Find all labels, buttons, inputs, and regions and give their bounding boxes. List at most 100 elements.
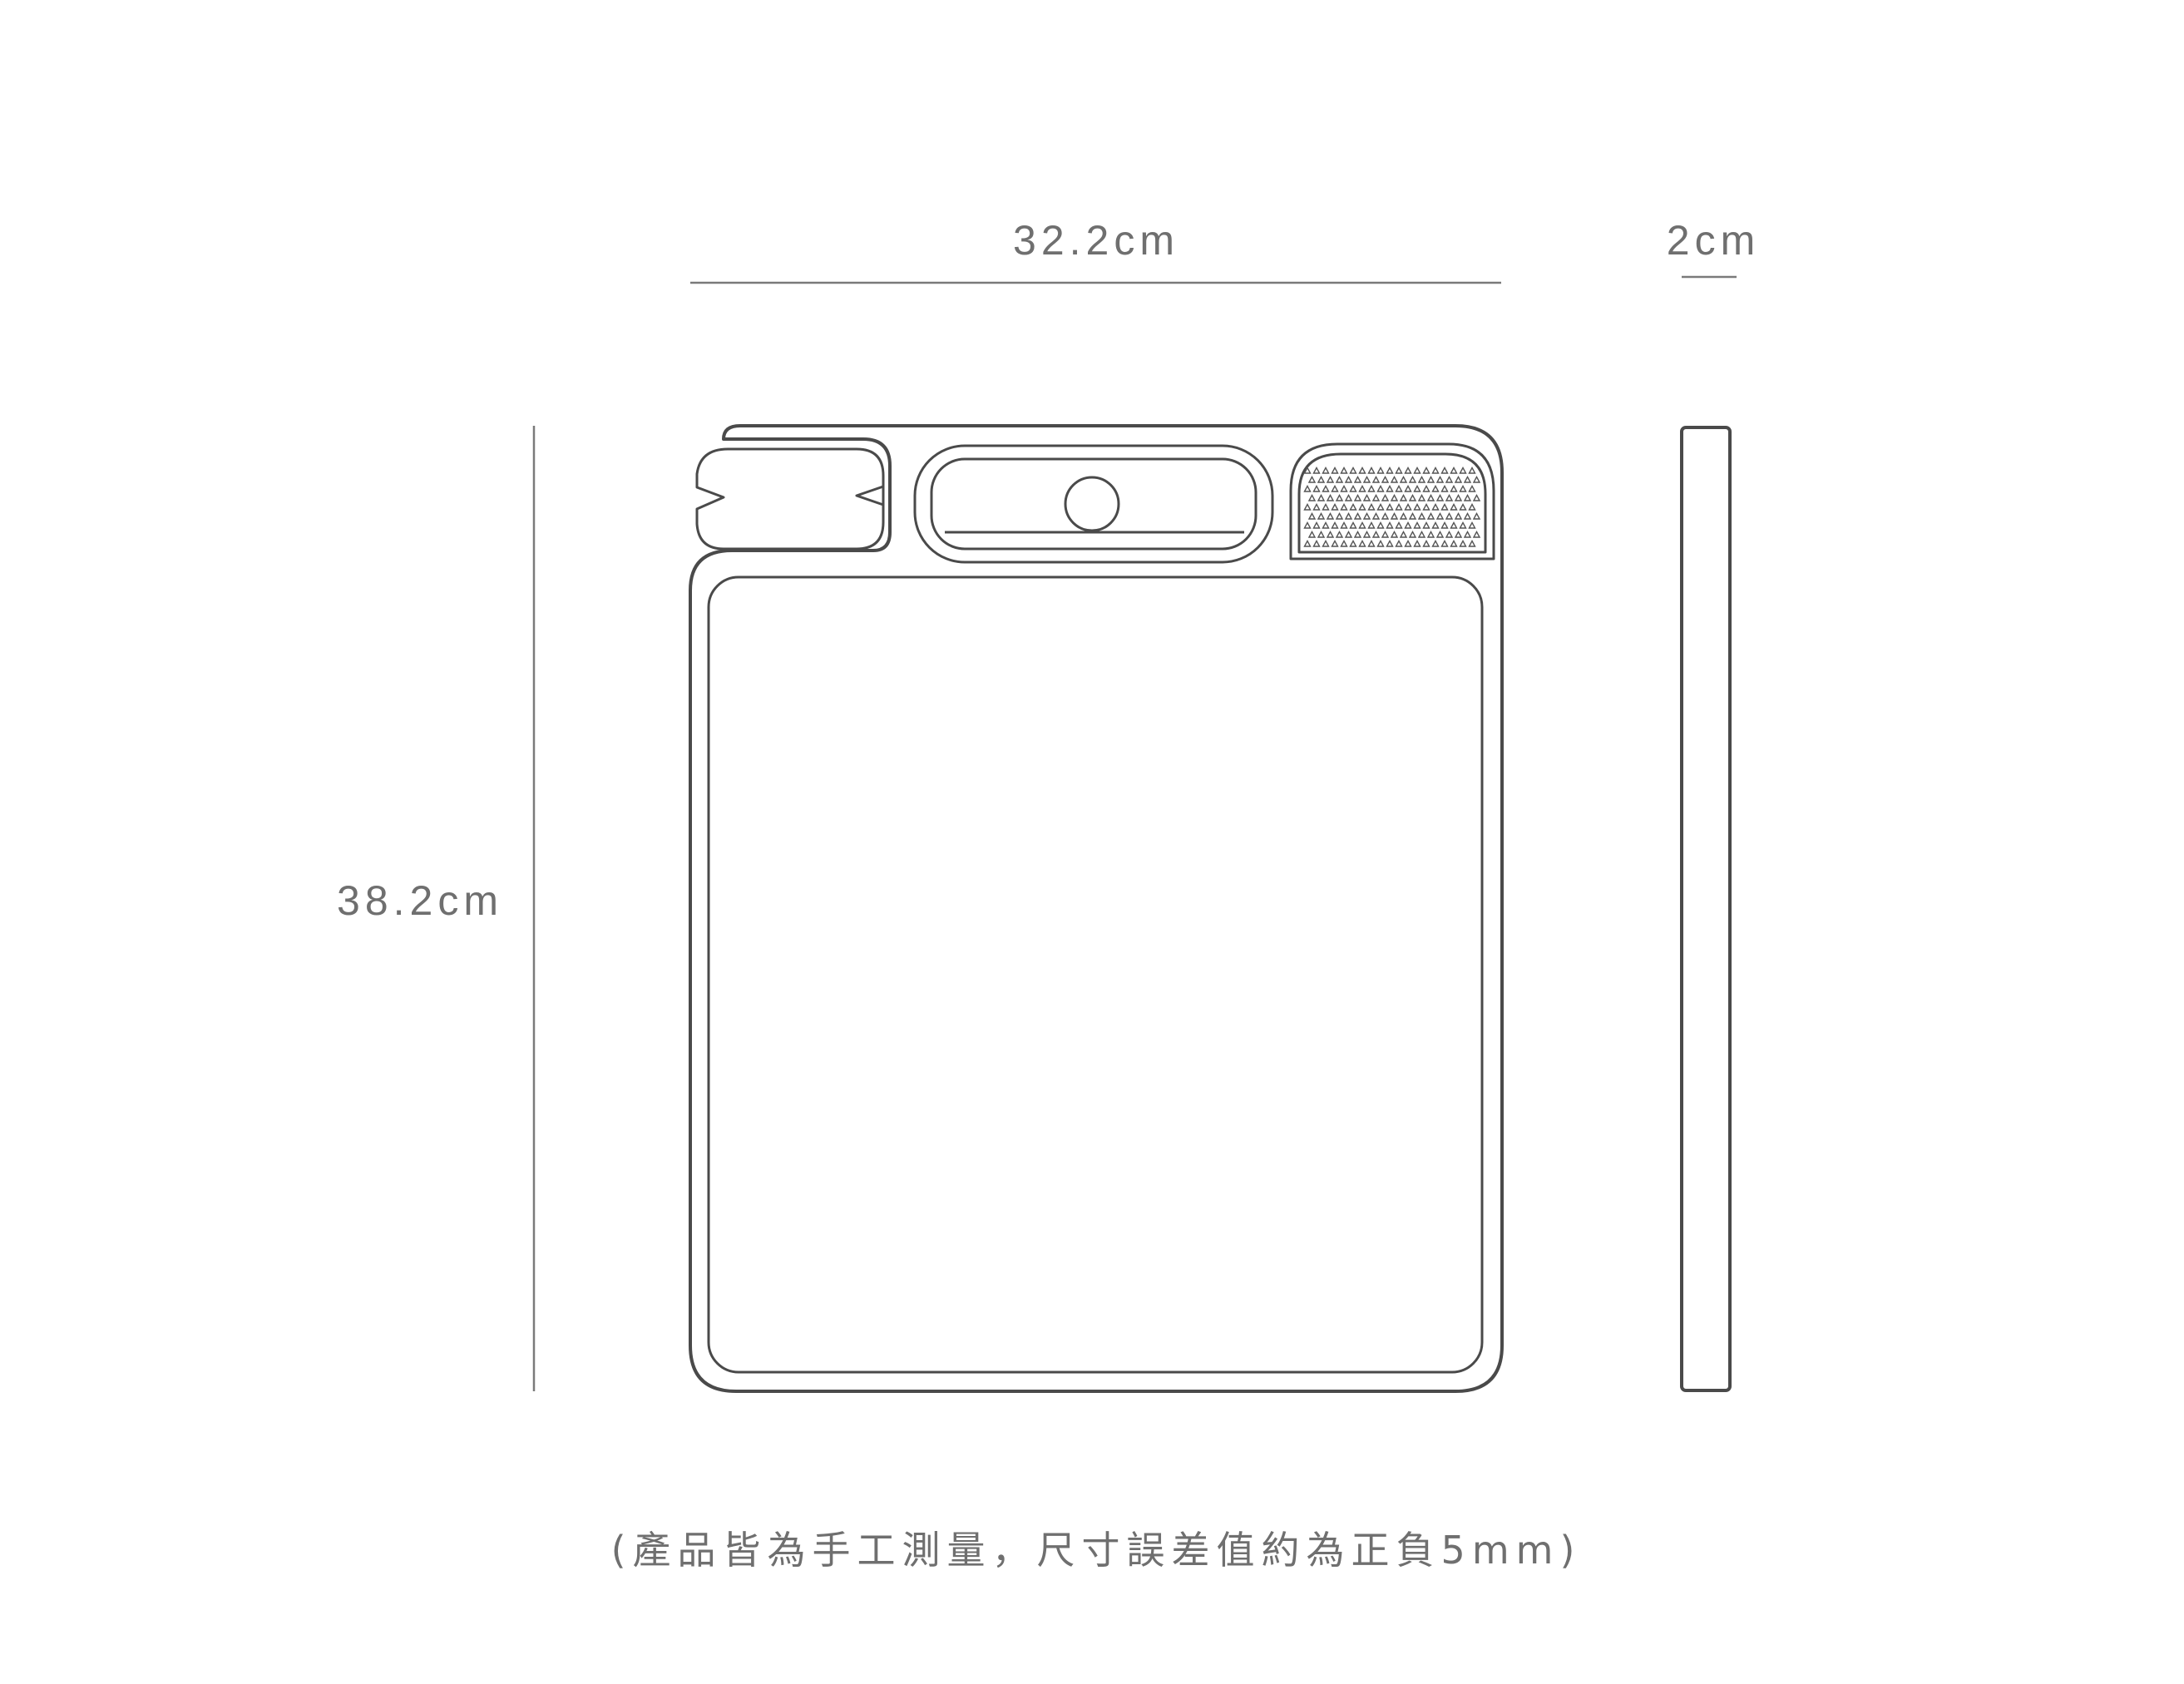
grater-tooth	[1367, 503, 1376, 511]
grater-tooth	[1362, 531, 1371, 538]
grater-tooth	[1376, 521, 1385, 529]
grater-tooth	[1358, 540, 1366, 547]
grater-tooth	[1381, 531, 1390, 538]
grater-tooth	[1312, 467, 1321, 474]
grater-tooth	[1454, 476, 1463, 483]
grater-tooth	[1440, 467, 1449, 474]
grater-tooth	[1331, 540, 1339, 547]
cord-notch-tab-outline	[695, 447, 885, 551]
grater-tooth	[1390, 476, 1399, 483]
grater-tooth	[1312, 540, 1321, 547]
width-dimension: 32.2cm	[690, 217, 1501, 284]
grater-tooth	[1404, 467, 1412, 474]
grater-tooth	[1371, 476, 1381, 483]
grater-tooth	[1408, 476, 1417, 483]
grater-tooth	[1463, 531, 1472, 538]
grater-tooth	[1326, 512, 1335, 520]
board-front-view	[689, 424, 1504, 1393]
grater-tooth	[1307, 494, 1317, 501]
grater-tooth	[1303, 540, 1312, 547]
grater-tooth	[1367, 540, 1376, 547]
grater-tooth	[1376, 485, 1385, 492]
grater-tooth	[1358, 485, 1366, 492]
grater-tooth	[1312, 521, 1321, 529]
grater-tooth	[1358, 503, 1366, 511]
grater-tooth	[1312, 485, 1321, 492]
grater-tooth	[1472, 512, 1481, 520]
grater-tooth	[1335, 512, 1344, 520]
grater-tooth	[1381, 494, 1390, 501]
grater-tooth	[1468, 467, 1476, 474]
grater-tooth	[1404, 521, 1412, 529]
grater-tooth	[1371, 494, 1381, 501]
grater-tooth	[1450, 521, 1458, 529]
knob-icon	[1064, 476, 1120, 532]
grater-tooth	[1426, 512, 1435, 520]
grater-tooth	[1340, 467, 1348, 474]
grater-tooth	[1435, 512, 1445, 520]
grater-tooth	[1317, 476, 1326, 483]
grater-tooth	[1435, 494, 1445, 501]
grater-tooth	[1362, 476, 1371, 483]
grater-tooth	[1307, 531, 1317, 538]
grater-tooth	[1399, 476, 1408, 483]
grater-tooth	[1303, 467, 1312, 474]
grater-tooth	[1307, 512, 1317, 520]
grater-tooth	[1399, 531, 1408, 538]
grater-tooth	[1335, 531, 1344, 538]
grater-tooth	[1463, 512, 1472, 520]
grater-tooth	[1358, 467, 1366, 474]
grater-tooth	[1422, 467, 1430, 474]
grater-tooth	[1417, 476, 1426, 483]
grater-tooth	[1431, 503, 1440, 511]
width-label: 32.2cm	[1013, 217, 1179, 264]
grater-tooth	[1440, 485, 1449, 492]
grater-tooth	[1349, 485, 1357, 492]
grater-tooth	[1404, 540, 1412, 547]
grater-tooth	[1440, 503, 1449, 511]
grater-tooth	[1468, 485, 1476, 492]
grater-tooth	[1344, 531, 1353, 538]
grater-tooth	[1395, 467, 1403, 474]
grater-tooth	[1349, 467, 1357, 474]
grater-tooth	[1322, 503, 1330, 511]
grater-tooth	[1326, 476, 1335, 483]
grater-tooth	[1326, 531, 1335, 538]
grater-tooth	[1386, 540, 1394, 547]
grater-tooth	[1322, 485, 1330, 492]
grater-tooth	[1331, 521, 1339, 529]
grater-tooth	[1335, 476, 1344, 483]
grater-tooth	[1459, 467, 1467, 474]
grater-tooth	[1331, 467, 1339, 474]
grater-tooth	[1381, 476, 1390, 483]
grater-texture	[1303, 467, 1481, 547]
grater-tooth	[1317, 494, 1326, 501]
grater-tooth	[1353, 476, 1362, 483]
grater-tooth	[1386, 503, 1394, 511]
grater-tooth	[1349, 521, 1357, 529]
grater-tooth	[1376, 467, 1385, 474]
grater-tooth	[1422, 503, 1430, 511]
grater-tooth	[1445, 494, 1454, 501]
grater-pad-outline	[1289, 442, 1495, 561]
grater-tooth	[1362, 512, 1371, 520]
grater-tooth	[1303, 503, 1312, 511]
grater-tooth	[1459, 503, 1467, 511]
grater-tooth	[1472, 476, 1481, 483]
grater-tooth	[1445, 476, 1454, 483]
grater-tooth	[1353, 531, 1362, 538]
grater-tooth	[1376, 503, 1385, 511]
grater-tooth	[1426, 476, 1435, 483]
grater-tooth	[1450, 467, 1458, 474]
grater-tooth	[1390, 494, 1399, 501]
grater-tooth	[1431, 485, 1440, 492]
grater-tooth	[1450, 503, 1458, 511]
grater-tooth	[1450, 485, 1458, 492]
grater-tooth	[1468, 521, 1476, 529]
grater-tooth	[1317, 512, 1326, 520]
grater-tooth	[1362, 494, 1371, 501]
grater-tooth	[1413, 503, 1421, 511]
grater-tooth	[1445, 512, 1454, 520]
grater-tooth	[1468, 540, 1476, 547]
